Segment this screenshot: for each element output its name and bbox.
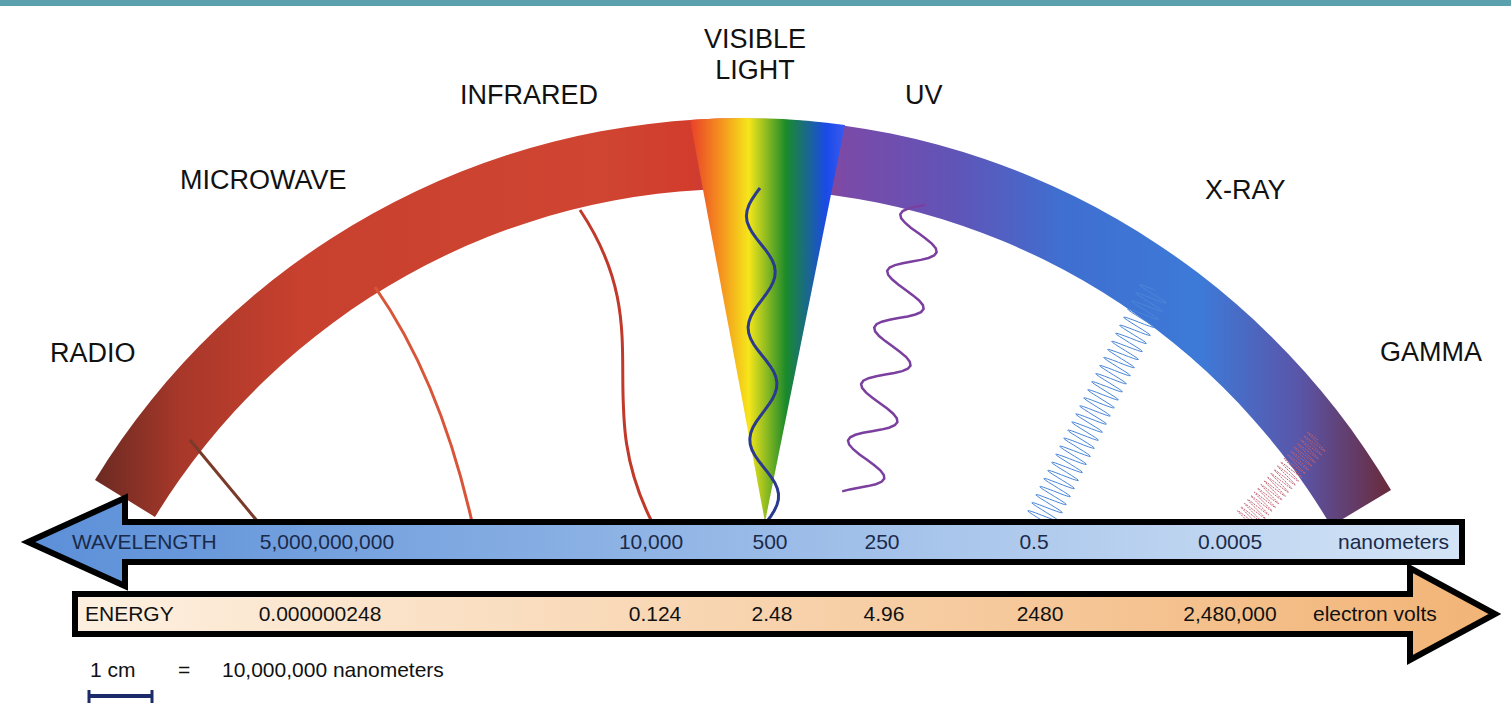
infrared-wave: [580, 210, 652, 522]
scale-value: 0.5: [1019, 530, 1048, 554]
scale-label: 10,000,000 nanometers: [222, 658, 444, 682]
scale-value: 10,000: [619, 530, 683, 554]
scale-value: 2,480,000: [1183, 602, 1276, 626]
band-name: MICROWAVE: [180, 165, 347, 196]
scale-value: ENERGY: [85, 602, 174, 626]
wave-line: [1028, 285, 1167, 529]
scale-label: 1 cm: [90, 658, 136, 682]
scale-value: nanometers: [1338, 530, 1449, 554]
microwave-wave: [375, 287, 472, 522]
band-name: GAMMA: [1380, 337, 1482, 368]
scale-value: 0.0005: [1198, 530, 1262, 554]
band-name: RADIO: [50, 338, 136, 369]
scale-value: 2480: [1017, 602, 1064, 626]
band-name: VISIBLE LIGHT: [690, 24, 820, 86]
band-name: X-RAY: [1205, 175, 1286, 206]
scale-value: 5,000,000,000: [260, 530, 394, 554]
scale-label: =: [178, 658, 190, 682]
scale-value: WAVELENGTH: [72, 530, 217, 554]
scale-value: 0.124: [629, 602, 682, 626]
scale-value: 500: [752, 530, 787, 554]
scale-bar: [88, 694, 153, 698]
scale-value: electron volts: [1313, 602, 1437, 626]
wave-line: [746, 188, 778, 522]
scale-value: 4.96: [864, 602, 905, 626]
scale-value: 0.000000248: [259, 602, 382, 626]
scale-value: 250: [864, 530, 899, 554]
wave-line: [842, 205, 936, 491]
top-strip: [0, 0, 1511, 6]
energy-arrow: ENERGY 0.000000248 0.124 2.48 4.96 2480 2,480,…: [60, 562, 1510, 672]
wave-group: [746, 188, 1325, 530]
scale-value: 2.48: [752, 602, 793, 626]
scale-tick: [151, 690, 154, 703]
wave-line: [1238, 432, 1326, 530]
wavelength-arrow: WAVELENGTH 5,000,000,000 10,000 500 250 0.5 0.…: [20, 490, 1470, 600]
spectrum-band: [95, 118, 1391, 526]
band-name: UV: [905, 80, 943, 111]
visible-wedge: [690, 118, 845, 522]
radio-wave: [190, 440, 258, 522]
scale-tick: [88, 690, 91, 703]
band-name: INFRARED: [460, 80, 598, 111]
